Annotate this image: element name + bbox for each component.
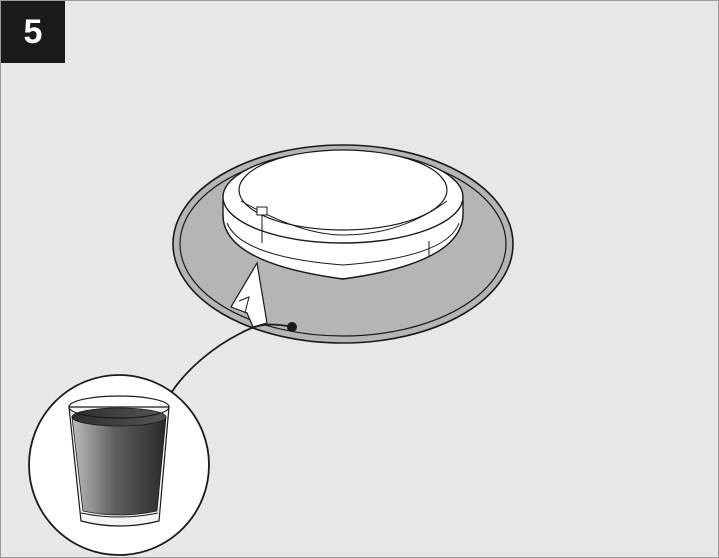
fixture-housing [222, 149, 464, 280]
cup-of-liquid-icon [68, 395, 170, 527]
trim-gap-corner [230, 261, 268, 328]
step-number-badge: 5 [1, 1, 65, 63]
callout-leader-line [170, 322, 297, 394]
callout-circle [28, 374, 210, 556]
